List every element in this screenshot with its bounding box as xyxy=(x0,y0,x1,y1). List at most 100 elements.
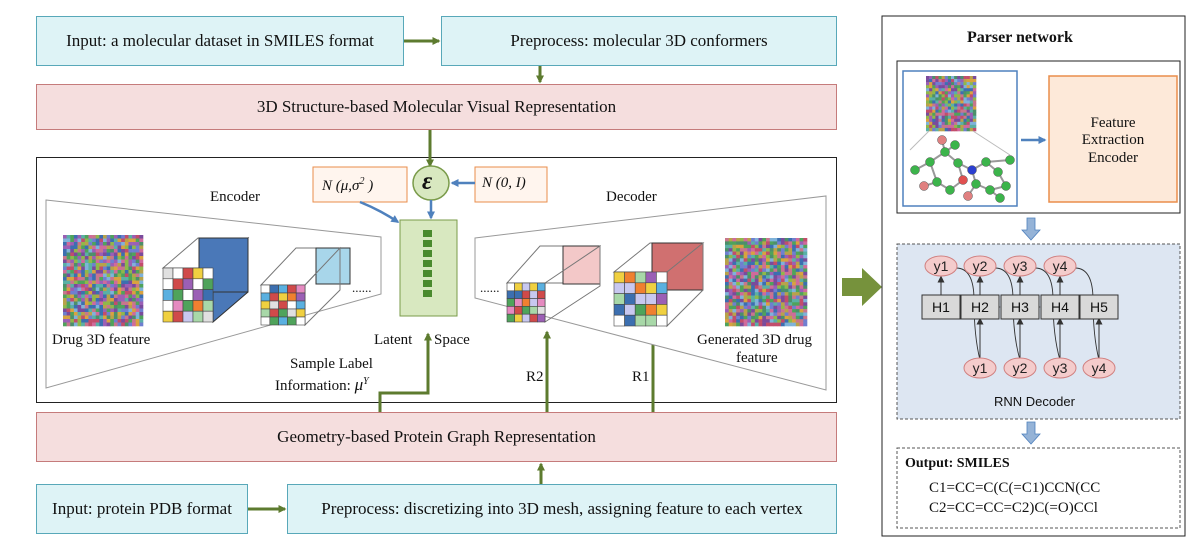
feature-pixel xyxy=(926,106,930,110)
feature-pixel xyxy=(795,261,800,266)
arrow-rnn-to-output xyxy=(1021,421,1041,445)
protein-graph-representation-box: Geometry-based Protein Graph Representat… xyxy=(36,412,837,462)
feature-pixel xyxy=(81,270,86,274)
feature-pixel xyxy=(725,268,730,273)
feature-pixel xyxy=(754,288,759,293)
feature-pixel xyxy=(754,244,759,249)
feature-pixel xyxy=(725,278,730,283)
feature-pixel xyxy=(99,252,104,257)
feature-pixel xyxy=(732,309,737,313)
feature-pixel xyxy=(736,254,741,259)
feature-pixel xyxy=(769,305,774,310)
feature-pixel xyxy=(739,251,744,256)
feature-pixel xyxy=(121,245,126,250)
feature-pixel xyxy=(92,319,97,323)
feature-pixel xyxy=(113,266,118,271)
feature-pixel xyxy=(70,277,75,281)
feature-pixel xyxy=(969,79,974,83)
feature-pixel xyxy=(935,76,939,80)
feature-pixel xyxy=(725,302,730,306)
feature-pixel xyxy=(795,288,800,293)
feature-pixel xyxy=(77,252,82,257)
feature-pixel xyxy=(135,259,140,264)
feature-pixel xyxy=(951,115,955,120)
feature-pixel xyxy=(728,268,733,273)
feature-pixel xyxy=(113,277,118,281)
feature-pixel xyxy=(969,91,974,95)
feature-pixel xyxy=(73,273,78,278)
feature-pixel xyxy=(95,249,100,253)
feature-pixel xyxy=(132,308,137,313)
feature-pixel xyxy=(929,97,933,101)
feature-pixel xyxy=(124,266,129,271)
feature-pixel xyxy=(132,315,137,320)
feature-pixel xyxy=(762,265,767,269)
feature-pixel xyxy=(110,273,115,278)
feature-pixel xyxy=(780,275,785,279)
feature-pixel xyxy=(732,315,737,320)
feature-pixel xyxy=(777,288,782,293)
feature-pixel xyxy=(732,312,737,317)
feature-pixel xyxy=(70,266,75,271)
feature-pixel xyxy=(66,242,71,246)
feature-pixel xyxy=(932,109,936,113)
feature-pixel xyxy=(941,94,946,98)
feature-pixel xyxy=(70,312,75,316)
feature-pixel xyxy=(135,256,140,260)
feature-pixel xyxy=(762,288,767,293)
feature-pixel xyxy=(972,79,977,83)
feature-pixel xyxy=(103,235,107,239)
feature-pixel xyxy=(63,249,67,253)
feature-pixel xyxy=(769,268,774,273)
feature-pixel xyxy=(795,302,800,306)
feature-pixel xyxy=(81,291,86,295)
feature-pixel xyxy=(99,280,104,285)
feature-pixel xyxy=(951,100,955,104)
latent-unit xyxy=(423,240,432,247)
feature-pixel xyxy=(113,259,118,264)
feature-pixel xyxy=(139,305,144,309)
feature-pixel xyxy=(70,238,75,243)
feature-pixel xyxy=(926,88,930,92)
feature-pixel xyxy=(947,115,952,120)
feature-pixel xyxy=(747,282,752,286)
feature-pixel xyxy=(95,277,100,281)
feature-pixel xyxy=(803,295,808,300)
feature-pixel xyxy=(799,251,804,256)
feature-pixel xyxy=(747,241,752,246)
feature-pixel xyxy=(926,121,930,126)
feature-pixel xyxy=(799,238,804,242)
feature-pixel xyxy=(92,249,97,253)
feature-pixel xyxy=(106,319,111,323)
feature-pixel xyxy=(762,275,767,279)
feature-pixel xyxy=(732,278,737,283)
feature-pixel xyxy=(751,241,756,246)
feature-pixel xyxy=(121,301,126,306)
feature-pixel xyxy=(954,106,958,110)
feature-pixel xyxy=(95,308,100,313)
feature-pixel xyxy=(121,277,126,281)
feature-pixel xyxy=(788,282,793,286)
feature-pixel xyxy=(784,282,789,286)
feature-pixel xyxy=(124,242,129,246)
smiles-input-label: Input: a molecular dataset in SMILES for… xyxy=(66,31,374,51)
feature-pixel xyxy=(732,248,737,252)
feature-pixel xyxy=(84,312,89,316)
grid-cell xyxy=(192,289,204,301)
feature-pixel xyxy=(124,287,129,292)
feature-pixel xyxy=(99,284,104,288)
feature-pixel xyxy=(725,309,730,313)
feature-extraction-box xyxy=(1048,75,1178,203)
feature-pixel xyxy=(113,298,118,302)
feature-pixel xyxy=(110,319,115,323)
grid-cell xyxy=(269,316,279,326)
feature-pixel xyxy=(73,277,78,281)
feature-pixel xyxy=(732,241,737,246)
grid-cell xyxy=(202,278,214,290)
feature-pixel xyxy=(758,305,763,310)
feature-pixel xyxy=(788,278,793,283)
grid-cell xyxy=(295,284,306,294)
output-smiles-title: Output: SMILES xyxy=(905,456,1010,471)
feature-pixel xyxy=(951,109,955,113)
feature-pixel xyxy=(81,322,86,327)
